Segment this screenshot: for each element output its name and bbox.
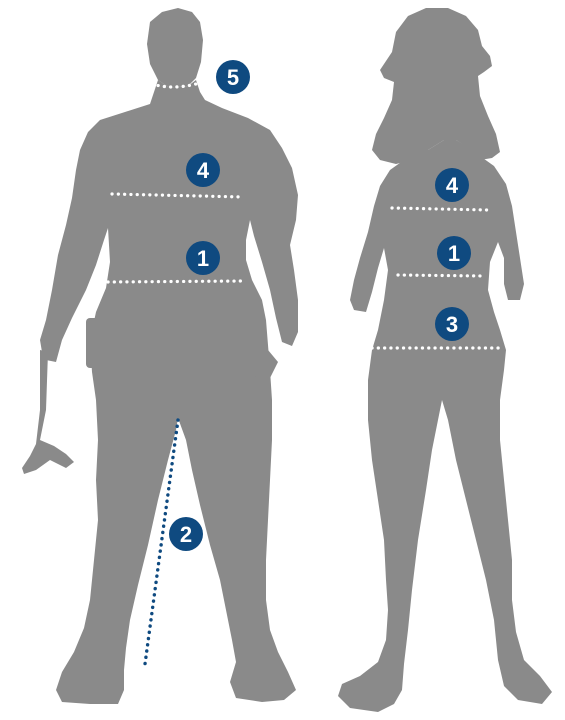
badge-woman-waist: 1 — [437, 236, 471, 270]
badge-label: 2 — [180, 522, 192, 547]
badge-man-chest: 4 — [186, 153, 220, 187]
badge-label: 3 — [446, 312, 458, 337]
badge-label: 4 — [197, 158, 210, 183]
badge-woman-hips: 3 — [435, 307, 469, 341]
man-silhouette — [22, 8, 298, 704]
badge-woman-chest: 4 — [435, 168, 469, 202]
badge-man-inseam: 2 — [169, 517, 203, 551]
woman-silhouette — [338, 8, 552, 712]
badge-man-neck: 5 — [216, 60, 250, 94]
badge-label: 1 — [197, 246, 209, 271]
badge-label: 1 — [448, 241, 460, 266]
badge-label: 4 — [446, 173, 459, 198]
badge-man-waist: 1 — [186, 241, 220, 275]
badge-label: 5 — [227, 65, 239, 90]
